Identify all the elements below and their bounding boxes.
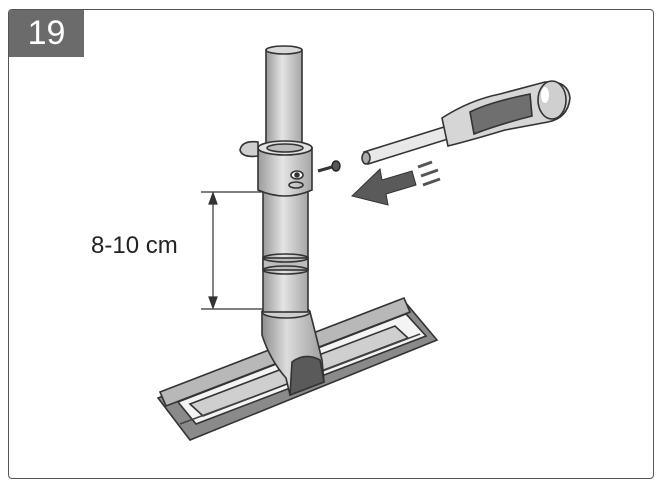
screwdriver-icon <box>361 80 571 165</box>
lower-tube-icon <box>262 189 309 313</box>
small-screw-icon <box>317 160 341 173</box>
insert-arrow-icon <box>351 160 441 206</box>
step-number-badge: 19 <box>9 10 84 57</box>
telescopic-tube-icon <box>265 45 303 151</box>
dimension-arrow-icon <box>201 191 263 310</box>
clamp-screw-icon <box>239 140 313 197</box>
floor-nozzle-icon <box>156 296 439 441</box>
dimension-label: 8-10 cm <box>91 232 178 259</box>
